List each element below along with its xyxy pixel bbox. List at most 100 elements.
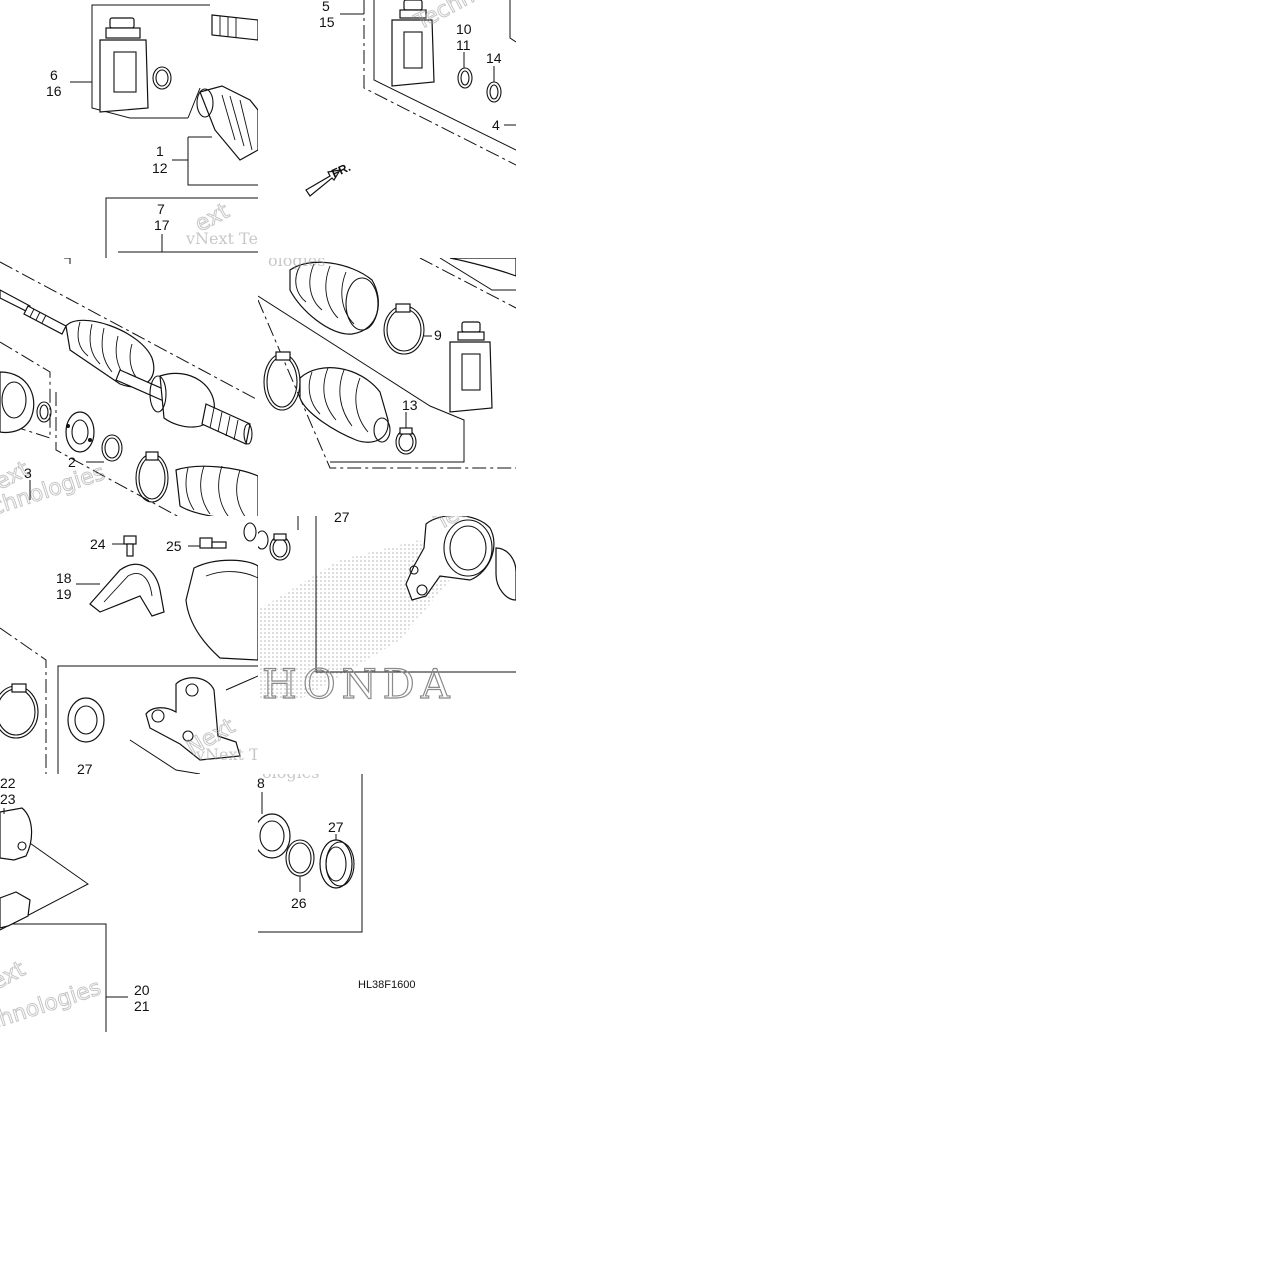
joint-guard-icon: [185, 559, 258, 661]
snap-ring-icon: [243, 522, 257, 542]
clamp-icon: [269, 533, 291, 561]
watermark-text: ologies: [262, 763, 319, 782]
callout-27: 27: [328, 819, 344, 835]
callout-number: 24: [90, 536, 106, 552]
callout-1-12: 1 12: [152, 143, 168, 176]
snap-ring-icon: [285, 839, 315, 877]
grease-bottle-icon: [99, 17, 149, 113]
bolt-icon: [199, 537, 227, 549]
callout-22-23: 22 23: [0, 775, 16, 807]
oil-seal-icon: [67, 697, 105, 743]
tile-knuckle-lower: ext chnologies: [0, 807, 128, 1032]
knuckle-icon: [0, 807, 33, 929]
callout-number: 1: [156, 143, 164, 159]
snap-ring-icon: [101, 434, 123, 462]
callout-number: 27: [328, 819, 344, 835]
callout-24: 24: [90, 536, 106, 552]
callout-number: 19: [56, 586, 72, 602]
callout-number: 6: [50, 67, 58, 83]
callout-number: 5: [322, 0, 330, 14]
boot-band-icon: [383, 303, 425, 355]
clamp-icon: [395, 427, 417, 455]
grease-bottle-icon: [449, 321, 493, 413]
callout-3: 3: [24, 465, 32, 481]
brand-wordmark: HONDA: [262, 662, 456, 708]
tile-boots: ologies: [258, 251, 516, 469]
callout-number: 20: [134, 982, 150, 998]
oil-seal-icon: [258, 813, 291, 859]
cv-boot-icon: [289, 261, 379, 335]
tile-driveshaft: ext chnologies: [0, 258, 258, 516]
circlip-icon: [36, 401, 52, 423]
callout-25: 25: [166, 538, 182, 554]
bolt-icon: [123, 535, 137, 557]
watermark-text: vNext Tec: [185, 229, 267, 248]
watermark-text: Technol: [410, 0, 496, 36]
inner-joint-icon: [0, 371, 35, 434]
bearing-icon: [65, 411, 95, 453]
callout-number: 17: [154, 217, 170, 233]
callout-13: 2: [68, 454, 76, 470]
callout-number: 10: [456, 21, 472, 37]
boot-band-icon: [0, 683, 39, 739]
snap-ring-icon: [258, 530, 269, 550]
callout-9: 13: [402, 397, 418, 413]
callout-number: 13: [402, 397, 418, 413]
callout-8: 8: [257, 775, 265, 791]
tile-top-left: vNext Tec ext: [70, 4, 267, 258]
callout-number: 4: [492, 117, 500, 133]
boot-band-icon: [135, 451, 169, 503]
joint-guard-icon: [89, 563, 165, 617]
knuckle-icon: [405, 516, 495, 601]
callout-number: 9: [434, 327, 442, 343]
outer-cv-joint-icon: [196, 85, 258, 161]
callout-14: 14: [486, 50, 502, 66]
circlip-icon: [486, 81, 502, 103]
watermark-text: ologies: [268, 251, 325, 270]
callout-number: 16: [46, 83, 62, 99]
callout-number: 11: [456, 37, 471, 53]
diagram-code: HL38F1600: [358, 979, 416, 991]
callout-10-11: 10 11: [456, 21, 472, 53]
callout-number: 12: [152, 160, 168, 176]
callout-number: 23: [0, 791, 16, 807]
callout-number: 25: [166, 538, 182, 554]
callout-number: 14: [486, 50, 502, 66]
callout-18-19: 18 19: [56, 570, 72, 602]
spline-shaft-icon: [211, 14, 258, 41]
callout-number: 18: [56, 570, 72, 586]
callout-number: 8: [257, 775, 265, 791]
cv-boot-icon: [449, 258, 516, 277]
callout-number: 27: [334, 509, 350, 525]
callout-4: 4: [492, 117, 500, 133]
front-direction-label: FR.: [329, 160, 352, 181]
callout-number: 3: [24, 465, 32, 481]
callout-number: 15: [319, 14, 335, 30]
callout-number: 26: [291, 895, 307, 911]
oil-seal-icon: [319, 839, 355, 889]
cv-boot-icon: [299, 367, 391, 443]
grease-bottle-icon: [391, 0, 435, 87]
callout-number: 21: [134, 998, 150, 1014]
brand-wing-mark: [258, 540, 450, 700]
callout-27: 27: [77, 761, 93, 777]
callout-27: 27: [334, 509, 350, 525]
callout-number: 7: [157, 201, 165, 217]
tile-top-right: FR. Technol: [305, 0, 516, 197]
callout-number: 27: [77, 761, 93, 777]
watermark-text: vNext Tec: [195, 745, 277, 764]
cv-boot-icon: [175, 465, 258, 516]
front-direction-arrow: FR.: [305, 160, 353, 197]
tile-brand: HONDA Techno: [258, 516, 516, 709]
callout-20-21: 20 21: [134, 982, 150, 1014]
tile-guards: Next vNext Tec: [0, 522, 277, 774]
callout-7-17: 7 17: [154, 201, 170, 233]
circlip-icon: [457, 67, 473, 89]
callout-6-16: 6 16: [46, 67, 62, 99]
drive-shaft-icon: [0, 289, 253, 445]
boot-band-icon: [263, 351, 301, 411]
callout-number: 2: [68, 454, 76, 470]
circlip-icon: [152, 66, 172, 90]
